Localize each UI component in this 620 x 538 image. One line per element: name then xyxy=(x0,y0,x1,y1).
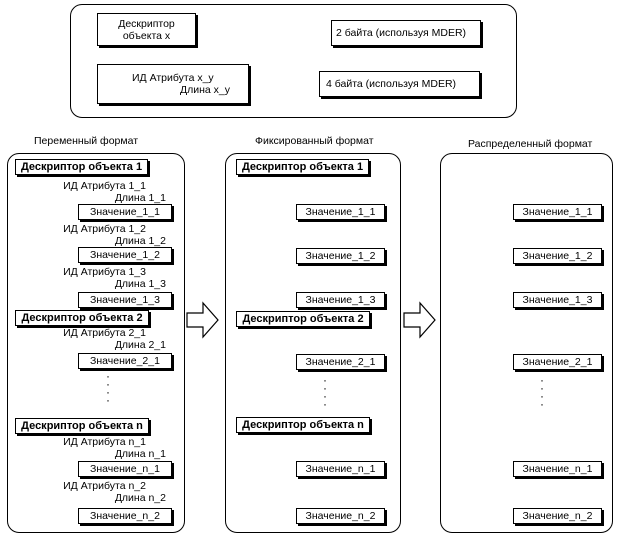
var-attr-len-1-2: Длина 1_2 xyxy=(114,235,166,247)
legend-attr-size: 4 байта (используя MDER) xyxy=(326,78,457,90)
var-value-1-3: Значение_1_3 xyxy=(78,292,172,308)
arrow-right-2 xyxy=(403,301,436,339)
legend-attr-line1: ИД Атрибута x_y xyxy=(132,72,214,84)
dist-ellipsis: · · · · xyxy=(540,373,544,411)
fixed-object-descriptor-2: Дескриптор объекта 2 xyxy=(236,311,370,327)
var-value-2-1: Значение_2_1 xyxy=(78,353,172,369)
var-value-1-1: Значение_1_1 xyxy=(78,204,172,220)
dist-value-1-3: Значение_1_3 xyxy=(513,292,602,308)
fixed-object-descriptor-1: Дескриптор объекта 1 xyxy=(236,159,369,175)
legend-descriptor-box: Дескриптор объекта x xyxy=(97,13,196,46)
var-attr-id-n-1: ИД Атрибута n_1 xyxy=(63,436,146,448)
fixed-value-n-1: Значение_n_1 xyxy=(296,461,385,477)
legend-attr-size-box: 4 байта (используя MDER) xyxy=(319,71,480,97)
var-attr-id-2-1: ИД Атрибута 2_1 xyxy=(63,327,146,339)
fixed-value-1-1: Значение_1_1 xyxy=(296,204,385,220)
dist-value-n-2: Значение_n_2 xyxy=(513,508,602,524)
dist-value-2-1: Значение_2_1 xyxy=(513,354,602,370)
distributed-format-title: Распределенный формат xyxy=(468,138,593,150)
var-value-1-2: Значение_1_2 xyxy=(78,247,172,263)
var-value-n-1: Значение_n_1 xyxy=(78,461,172,477)
var-attr-id-1-2: ИД Атрибута 1_2 xyxy=(63,223,146,235)
var-value-n-2: Значение_n_2 xyxy=(78,508,172,524)
var-attr-id-n-2: ИД Атрибута n_2 xyxy=(63,480,146,492)
var-object-descriptor-n: Дескриптор объекта n xyxy=(15,418,149,434)
variable-format-title: Переменный формат xyxy=(34,135,139,147)
var-attr-len-2-1: Длина 2_1 xyxy=(114,339,166,351)
var-attr-len-1-1: Длина 1_1 xyxy=(114,192,166,204)
fixed-ellipsis: · · · · xyxy=(323,373,327,411)
legend-descriptor-line2: объекта x xyxy=(122,29,171,42)
dist-value-n-1: Значение_n_1 xyxy=(513,461,602,477)
fixed-value-1-2: Значение_1_2 xyxy=(296,248,385,264)
dist-value-1-1: Значение_1_1 xyxy=(513,204,602,220)
var-attr-len-n-1: Длина n_1 xyxy=(114,448,166,460)
dist-value-1-2: Значение_1_2 xyxy=(513,248,602,264)
var-attr-len-1-3: Длина 1_3 xyxy=(114,278,166,290)
var-ellipsis: · · · · xyxy=(106,369,110,407)
fixed-value-n-2: Значение_n_2 xyxy=(296,508,385,524)
var-attr-len-n-2: Длина n_2 xyxy=(114,492,166,504)
legend-descriptor-size: 2 байта (используя MDER) xyxy=(336,27,467,39)
arrow-right-1 xyxy=(186,301,219,339)
var-attr-id-1-3: ИД Атрибута 1_3 xyxy=(63,266,146,278)
var-attr-id-1-1: ИД Атрибута 1_1 xyxy=(63,180,146,192)
legend-attr-box: ИД Атрибута x_y Длина x_y xyxy=(97,64,249,104)
legend-attr-line2: Длина x_y xyxy=(180,84,230,96)
var-object-descriptor-2: Дескриптор объекта 2 xyxy=(15,310,149,326)
legend-descriptor-size-box: 2 байта (используя MDER) xyxy=(331,20,481,46)
fixed-value-2-1: Значение_2_1 xyxy=(296,354,385,370)
legend-descriptor-line1: Дескриптор xyxy=(118,17,175,30)
fixed-value-1-3: Значение_1_3 xyxy=(296,292,385,308)
fixed-object-descriptor-n: Дескриптор объекта n xyxy=(236,417,370,433)
var-object-descriptor-1: Дескриптор объекта 1 xyxy=(15,159,148,175)
fixed-format-title: Фиксированный формат xyxy=(255,135,374,147)
